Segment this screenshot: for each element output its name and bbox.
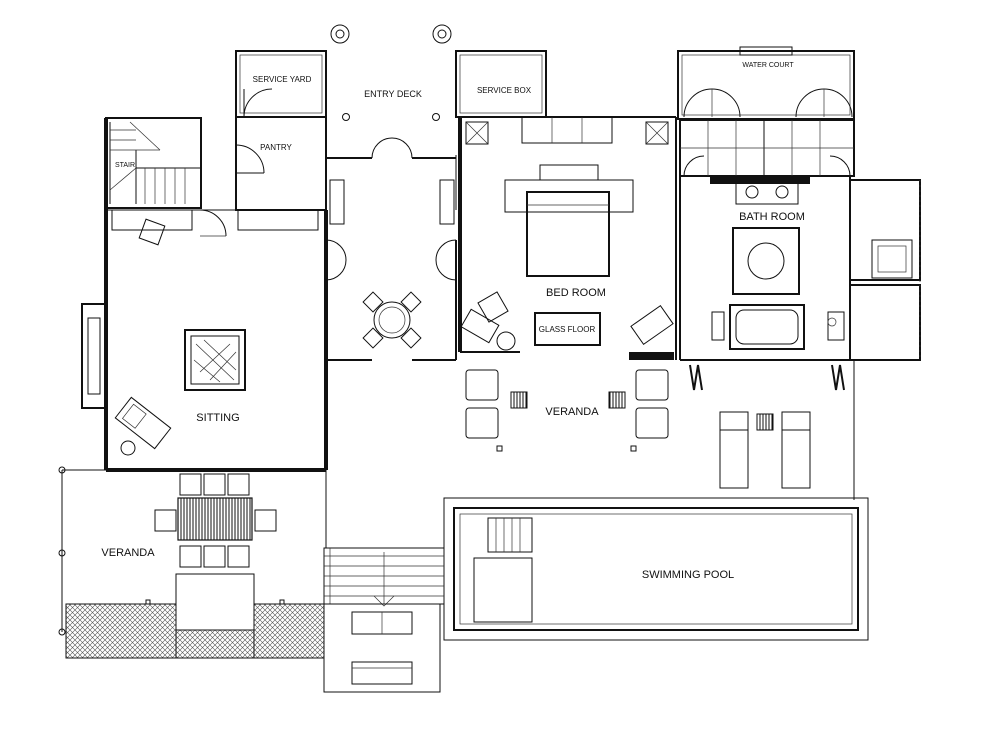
glass-floor-panel — [534, 312, 601, 346]
pool-sun-loungers — [719, 411, 811, 489]
sitting-center-table — [184, 329, 246, 391]
pantry-label: PANTRY — [260, 143, 292, 152]
entry-walls — [325, 239, 457, 361]
bedroom-lounge-chair-left — [460, 291, 516, 351]
water-court-label: WATER COURT — [742, 62, 794, 69]
water-court — [677, 46, 855, 120]
entry-deck — [325, 113, 457, 225]
veranda-left-label: VERANDA — [101, 547, 155, 559]
swimming-pool-label: SWIMMING POOL — [642, 569, 734, 581]
entry-lamp-left — [330, 24, 350, 44]
service-box-label: SERVICE BOX — [477, 86, 532, 95]
bed — [504, 164, 634, 277]
vanity-sinks — [735, 179, 799, 205]
bed-room-walls — [456, 116, 677, 360]
veranda-armchairs — [465, 369, 669, 452]
service-box-room — [455, 50, 547, 118]
bathtub — [711, 304, 845, 350]
entry-lamp-right — [432, 24, 452, 44]
outdoor-dining-set — [154, 473, 277, 568]
outdoor-daybed — [323, 603, 441, 693]
pantry-room — [235, 116, 327, 211]
sitting-label: SITTING — [196, 412, 239, 424]
bath-room-label: BATH ROOM — [739, 211, 805, 223]
entry-deck-label: ENTRY DECK — [364, 89, 422, 99]
dining-table-set — [362, 291, 422, 349]
bath-doors — [689, 364, 845, 391]
bath-side-wing — [849, 179, 921, 361]
bedroom-lounge-chair-right — [630, 304, 674, 346]
left-veranda-outline — [58, 466, 327, 636]
veranda-planters — [65, 573, 325, 659]
sitting-fireplace-wall — [81, 303, 107, 409]
garden-steps — [323, 547, 445, 607]
shower-grid — [679, 119, 855, 177]
stair-label: STAIR — [115, 162, 135, 169]
sitting-side-chair — [138, 218, 166, 246]
veranda-center-label: VERANDA — [545, 406, 599, 418]
bath-rug — [732, 227, 800, 295]
bed-room-label: BED ROOM — [546, 287, 606, 299]
service-yard-room — [235, 50, 327, 118]
service-yard-label: SERVICE YARD — [253, 75, 312, 84]
sitting-lounge-chair — [114, 396, 172, 456]
glass-floor-label: GLASS FLOOR — [539, 325, 596, 334]
